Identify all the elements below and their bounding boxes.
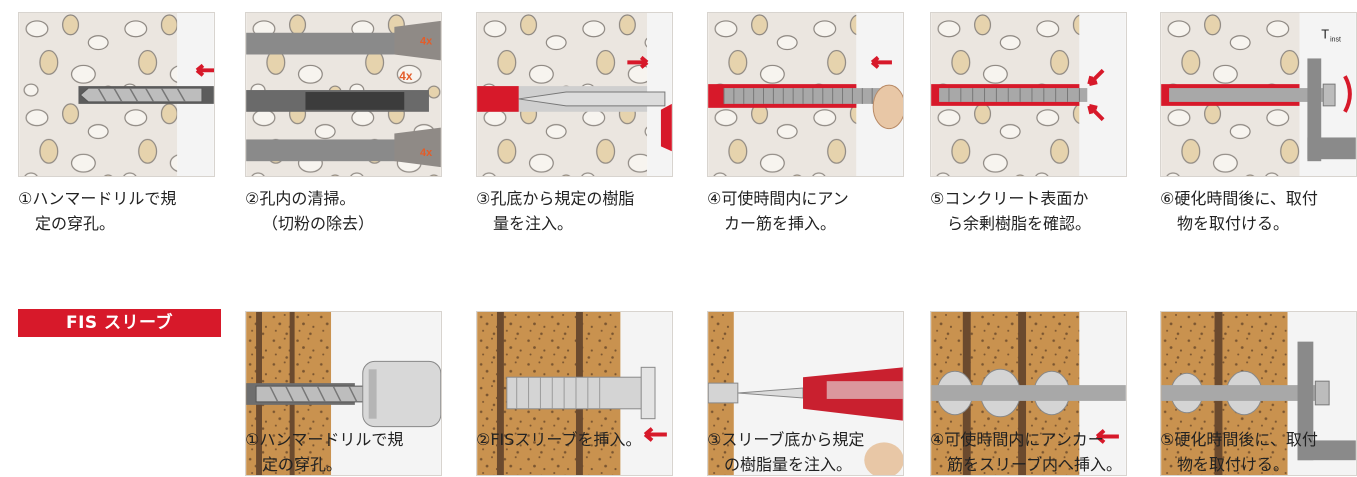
step-check-resin-image	[930, 12, 1127, 177]
sleeve-step-fasten-image	[1160, 311, 1357, 476]
sleeve-step-insert-sleeve-image	[476, 311, 673, 476]
step-inject-resin-image	[476, 12, 673, 177]
cleaning-mark-2: 4x	[399, 69, 413, 83]
bottom-step-caption-4: ④可使時間内にアンカー 筋をスリーブ内へ挿入。	[930, 427, 1122, 477]
caption-line: 筋をスリーブ内へ挿入。	[947, 455, 1123, 474]
fis-sleeve-badge: FIS スリーブ	[18, 309, 221, 337]
caption-line: ②FISスリーブを挿入。	[476, 430, 642, 449]
caption-line: ら余剰樹脂を確認。	[947, 214, 1092, 233]
caption-line: 定の穿孔。	[35, 214, 116, 233]
top-step-caption-3: ③孔底から規定の樹脂 量を注入。	[476, 186, 634, 236]
top-step-caption-2: ②孔内の清掃。 （切粉の除去）	[245, 186, 374, 236]
caption-line: 物を取付ける。	[1177, 214, 1290, 233]
bottom-step-caption-2: ②FISスリーブを挿入。	[476, 427, 641, 452]
torque-label: T	[1321, 27, 1329, 42]
caption-line: 物を取付ける。	[1177, 455, 1290, 474]
cleaning-mark-1: 4x	[420, 36, 432, 48]
top-step-caption-1: ①ハンマードリルで規 定の穿孔。	[18, 186, 176, 236]
step-cleaning-image: 4x 4x 4x	[245, 12, 442, 177]
step-insert-rod-image	[707, 12, 904, 177]
step-fasten-image: T inst	[1160, 12, 1357, 177]
bottom-step-caption-3: ③スリーブ底から規定 の樹脂量を注入。	[707, 427, 864, 477]
bottom-step-caption-1: ①ハンマードリルで規 定の穿孔。	[245, 427, 403, 477]
caption-line: （切粉の除去）	[262, 214, 375, 233]
caption-line: ④可使時間内にアン	[707, 189, 849, 208]
top-step-caption-5: ⑤コンクリート表面か ら余剰樹脂を確認。	[930, 186, 1091, 236]
cleaning-mark-3: 4x	[420, 147, 432, 159]
caption-line: ③孔底から規定の樹脂	[476, 189, 635, 208]
caption-line: カー筋を挿入。	[724, 214, 837, 233]
caption-line: の樹脂量を注入。	[724, 455, 853, 474]
caption-line: ⑤硬化時間後に、取付	[1160, 430, 1318, 449]
caption-line: 定の穿孔。	[262, 455, 343, 474]
bottom-step-caption-5: ⑤硬化時間後に、取付 物を取付ける。	[1160, 427, 1318, 477]
caption-line: ②孔内の清掃。	[245, 189, 356, 208]
caption-line: ①ハンマードリルで規	[245, 430, 404, 449]
caption-line: ③スリーブ底から規定	[707, 430, 865, 449]
top-step-caption-6: ⑥硬化時間後に、取付 物を取付ける。	[1160, 186, 1318, 236]
caption-line: ⑥硬化時間後に、取付	[1160, 189, 1318, 208]
sleeve-step-inject-resin-image	[707, 311, 904, 476]
caption-line: 量を注入。	[493, 214, 574, 233]
caption-line: ⑤コンクリート表面か	[930, 189, 1089, 208]
step-drill-image	[18, 12, 215, 177]
top-step-caption-4: ④可使時間内にアン カー筋を挿入。	[707, 186, 849, 236]
caption-line: ④可使時間内にアンカー	[930, 430, 1104, 449]
sleeve-step-insert-rod-image	[930, 311, 1127, 476]
caption-line: ①ハンマードリルで規	[18, 189, 177, 208]
torque-label-sub: inst	[1330, 37, 1341, 44]
